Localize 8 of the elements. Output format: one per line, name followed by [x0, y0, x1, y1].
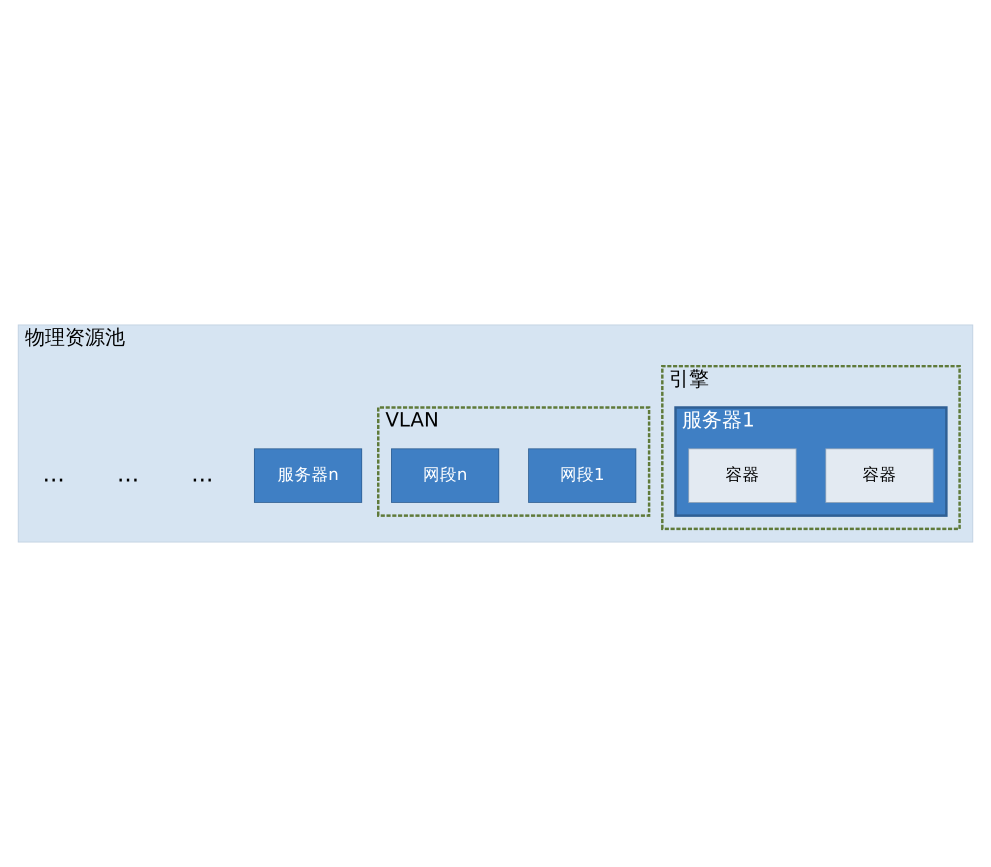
node-box: 服务器n [254, 448, 362, 503]
label: ... [191, 461, 214, 488]
node-box: 容器 [825, 448, 934, 503]
node-box: 网段1 [528, 448, 636, 503]
node-box: 容器 [688, 448, 796, 503]
label: ... [42, 461, 65, 488]
label: ... [117, 461, 140, 488]
node-box: 网段n [391, 448, 500, 503]
